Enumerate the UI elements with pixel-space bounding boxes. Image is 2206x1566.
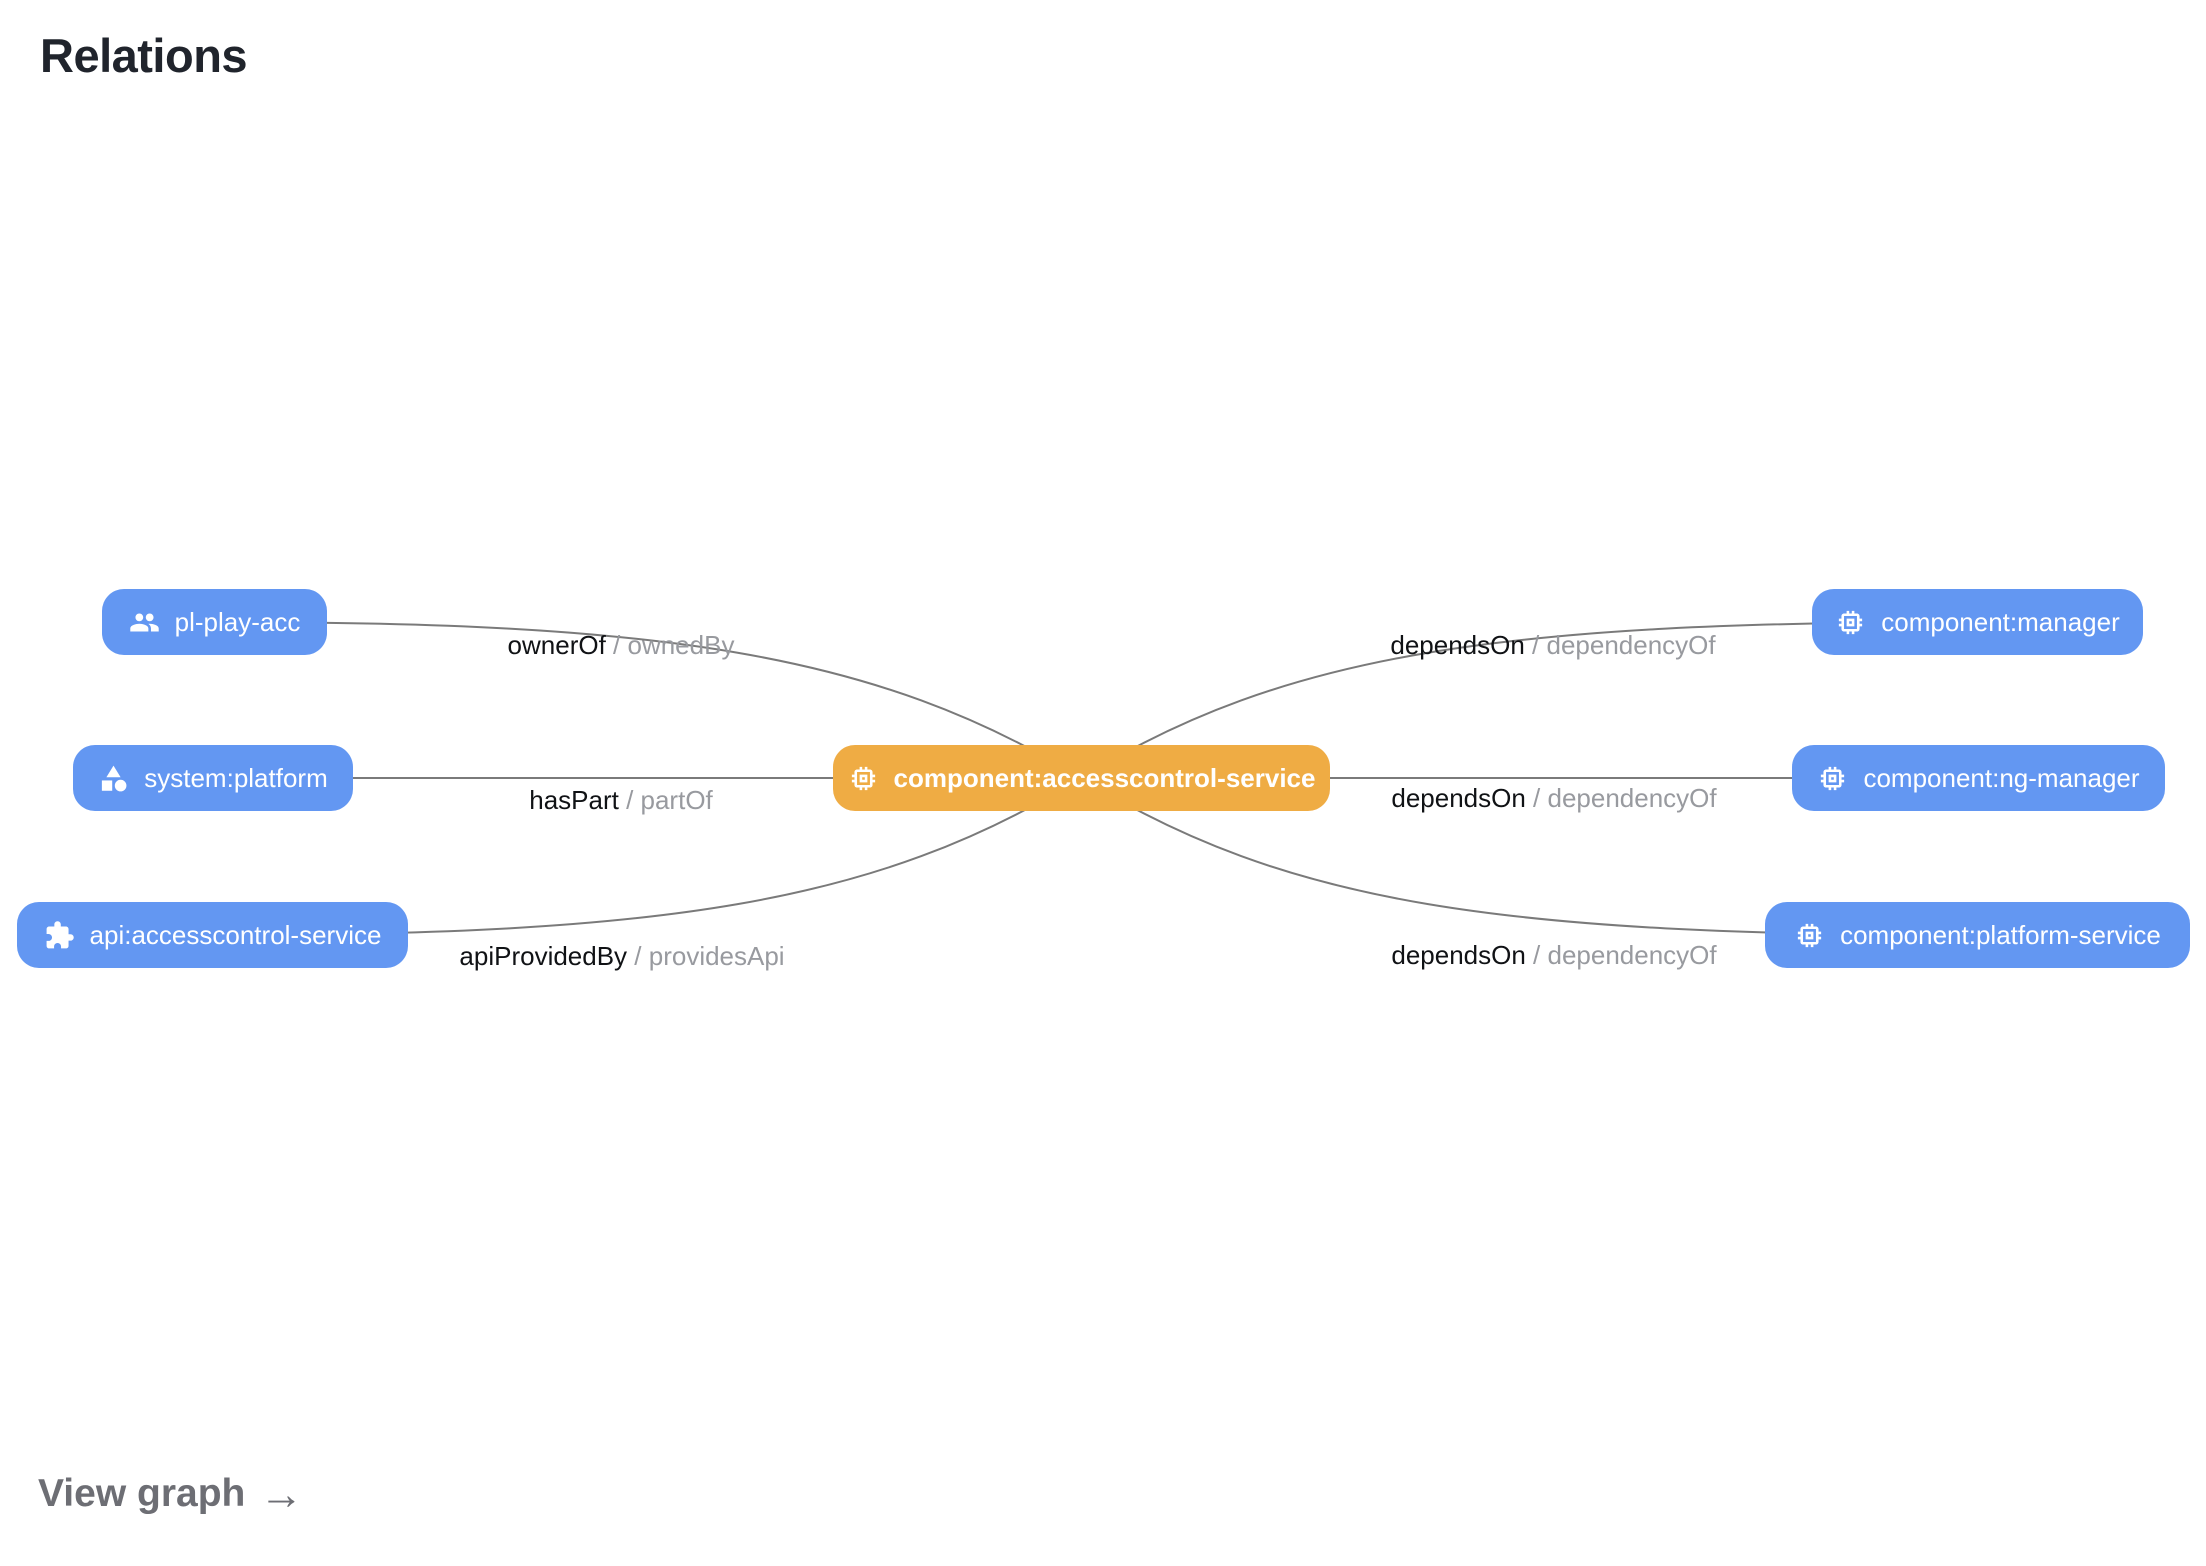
edge-ownerof (214, 621, 1082, 779)
entity-node-label: system:platform (144, 762, 328, 793)
entity-node-label: component:ng-manager (1863, 762, 2140, 793)
category-icon (98, 763, 129, 794)
memory-chip-icon (1835, 607, 1866, 638)
edge-label-apiprovidedby: apiProvidedBy / providesApi (459, 939, 784, 973)
relation-text: hasPart (529, 785, 619, 815)
relation-separator: / (1524, 630, 1547, 660)
relation-separator: / (627, 941, 649, 971)
entity-node-api-accesscontrol-service[interactable]: api:accesscontrol-service (17, 902, 408, 968)
memory-chip-icon (1817, 763, 1848, 794)
edge-label-dependson-3: dependsOn / dependencyOf (1391, 938, 1716, 972)
view-graph-label: View graph (38, 1472, 246, 1515)
section-title: Relations (40, 29, 248, 82)
relation-separator: / (1525, 940, 1548, 970)
edge-dependson-1 (1080, 621, 1978, 779)
relation-text: dependsOn (1391, 783, 1526, 813)
entity-node-component-accesscontrol-service[interactable]: component:accesscontrol-service (833, 745, 1330, 811)
relation-text: apiProvidedBy (459, 941, 628, 971)
entity-node-component-ng-manager[interactable]: component:ng-manager (1792, 745, 2165, 811)
arrow-right-icon: → (259, 1469, 304, 1519)
relation-separator: / (1525, 783, 1548, 813)
entity-node-label: component:accesscontrol-service (893, 762, 1316, 793)
inverse-relation-text: ownedBy (627, 630, 735, 660)
entity-node-pl-play-acc[interactable]: pl-play-acc (102, 589, 327, 655)
inverse-relation-text: dependencyOf (1547, 783, 1717, 813)
edge-label-haspart: hasPart / partOf (529, 783, 713, 817)
inverse-relation-text: dependencyOf (1547, 940, 1717, 970)
inverse-relation-text: providesApi (648, 941, 785, 971)
relation-text: ownerOf (507, 630, 606, 660)
relation-text: dependsOn (1390, 630, 1525, 660)
extension-puzzle-icon (44, 920, 75, 951)
entity-node-system-platform[interactable]: system:platform (73, 745, 353, 811)
memory-chip-icon (1794, 920, 1825, 951)
entity-node-label: component:platform-service (1840, 919, 2161, 950)
relation-text: dependsOn (1391, 940, 1526, 970)
entity-node-component-platform-service[interactable]: component:platform-service (1765, 902, 2190, 968)
entity-node-component-manager[interactable]: component:manager (1812, 589, 2143, 655)
edge-label-dependson-1: dependsOn / dependencyOf (1390, 628, 1715, 662)
memory-chip-icon (848, 763, 879, 794)
entity-node-label: component:manager (1881, 606, 2120, 637)
inverse-relation-text: partOf (640, 785, 713, 815)
relation-separator: / (605, 630, 628, 660)
entity-node-label: api:accesscontrol-service (89, 919, 382, 950)
relation-separator: / (618, 785, 641, 815)
view-graph-link[interactable]: View graph → (38, 1472, 303, 1516)
entity-node-label: pl-play-acc (174, 606, 301, 637)
edge-label-dependson-2: dependsOn / dependencyOf (1391, 781, 1716, 815)
edge-label-ownerof: ownerOf / ownedBy (508, 628, 735, 662)
group-icon (129, 607, 160, 638)
inverse-relation-text: dependencyOf (1546, 630, 1716, 660)
